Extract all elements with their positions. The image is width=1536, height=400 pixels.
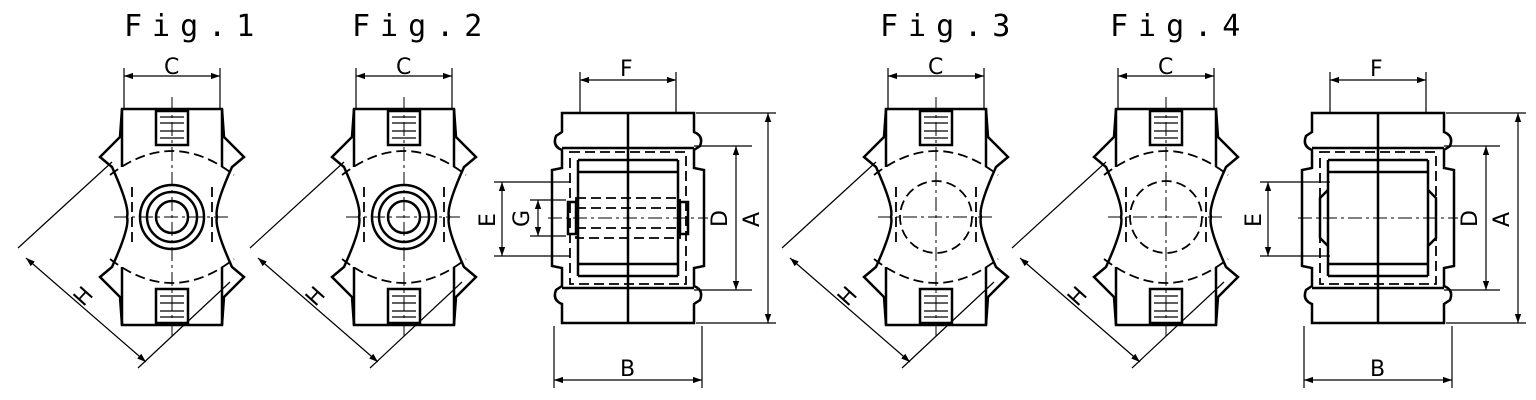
- fig4-front-view: [1011, 68, 1240, 369]
- fig1-title: Fig.1: [124, 9, 264, 44]
- fig2-dim-c: C: [396, 55, 411, 80]
- fig1-dim-h: H: [69, 282, 99, 311]
- fig2-dim-h: H: [301, 282, 331, 311]
- fig4-dim-h: H: [1063, 282, 1093, 311]
- fig12-dim-f: F: [620, 57, 633, 82]
- fig12-dim-b: B: [620, 357, 635, 382]
- fig12-side-view: [494, 72, 776, 388]
- fig3-dim-h: H: [833, 282, 863, 311]
- fig3-front-view: [781, 68, 1010, 369]
- fig12-dim-d: D: [708, 210, 733, 227]
- fig3-dim-c: C: [928, 55, 943, 80]
- fig34-dim-d: D: [1458, 210, 1483, 227]
- fig34-dim-e: E: [1242, 213, 1267, 227]
- fig12-dim-g: G: [510, 210, 535, 227]
- fig12-dim-e: E: [476, 213, 501, 227]
- fig1-front-view: [17, 68, 246, 369]
- fig12-dim-a: A: [740, 212, 765, 227]
- fig2-front-view: [249, 68, 478, 369]
- fig34-dim-b: B: [1370, 357, 1385, 382]
- fig4-title: Fig.4: [1110, 9, 1250, 44]
- fig34-dim-a: A: [1490, 212, 1515, 227]
- fig1-dim-c: C: [164, 55, 179, 80]
- fig4-dim-c: C: [1158, 55, 1173, 80]
- fig34-side-view: [1260, 72, 1526, 388]
- fig34-dim-f: F: [1370, 57, 1383, 82]
- fig2-title: Fig.2: [352, 9, 492, 44]
- fig3-title: Fig.3: [880, 9, 1020, 44]
